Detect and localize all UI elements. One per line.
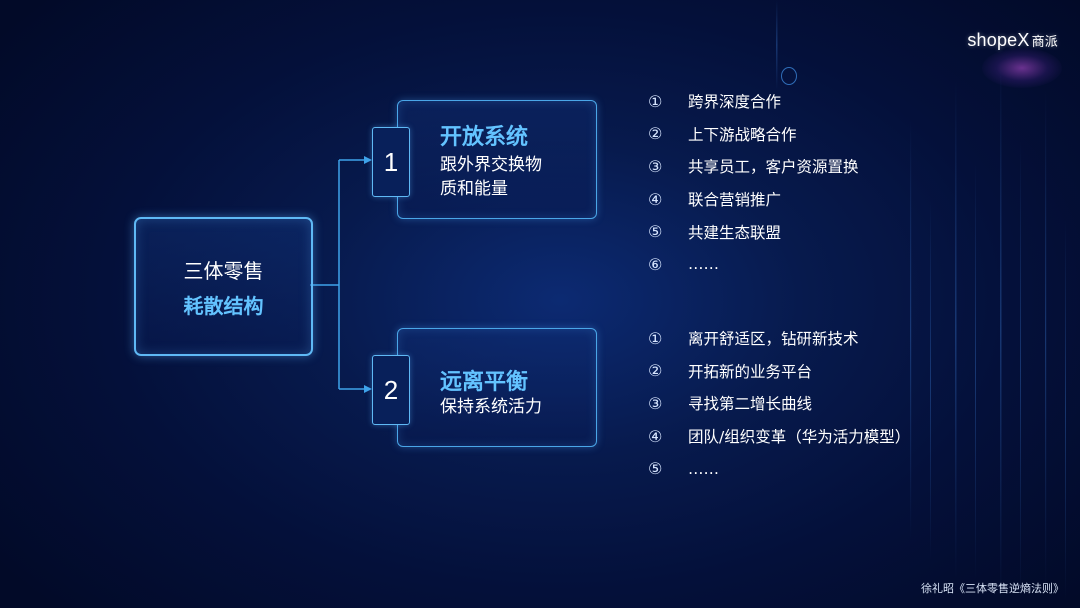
list-item: ③ 共享员工，客户资源置换 <box>648 150 859 183</box>
branch-1-desc-line1: 跟外界交换物 <box>440 155 542 175</box>
list-item: ① 离开舒适区，钻研新技术 <box>648 322 910 355</box>
list-item-index: ② <box>648 124 663 144</box>
list-item: ⑥ …… <box>648 248 859 281</box>
list-item-text: 共享员工，客户资源置换 <box>688 158 859 177</box>
list-item: ⑤ 共建生态联盟 <box>648 215 859 248</box>
list-item-text: 离开舒适区，钻研新技术 <box>688 330 859 349</box>
branch-1-desc-line2: 质和能量 <box>440 179 508 199</box>
source-citation: 徐礼昭《三体零售逆熵法则》 <box>921 582 1064 595</box>
center-node: 三体零售 耗散结构 <box>134 217 313 356</box>
list-item-index: ③ <box>648 156 663 176</box>
brand-cn: 商派 <box>1031 34 1058 49</box>
list-item-text: 跨界深度合作 <box>688 93 782 112</box>
list-item-text: 联合营销推广 <box>688 191 782 210</box>
list-item: ② 上下游战略合作 <box>648 118 859 151</box>
branch-2-desc-line1: 保持系统活力 <box>440 397 542 417</box>
brand-name: shope <box>967 30 1018 50</box>
brand-x: X <box>1017 30 1030 50</box>
list-item-text: 开拓新的业务平台 <box>688 362 813 381</box>
list-item-index: ① <box>648 91 663 111</box>
center-title-line2: 耗散结构 <box>183 293 264 318</box>
branch-1-number: 1 <box>372 127 410 197</box>
list-item: ⑤ …… <box>648 452 910 485</box>
list-item-index: ⑥ <box>648 254 663 274</box>
list-item-index: ① <box>648 328 663 348</box>
list-item-text: 上下游战略合作 <box>688 125 797 144</box>
branch-1-box: 开放系统 跟外界交换物 质和能量 <box>397 100 597 219</box>
list-item: ④ 团队/组织变革（华为活力模型） <box>648 420 910 453</box>
ring-decoration <box>781 67 797 85</box>
branch-2-list: ① 离开舒适区，钻研新技术 ② 开拓新的业务平台 ③ 寻找第二增长曲线 ④ 团队/组织变… <box>648 322 910 485</box>
center-title-line1: 三体零售 <box>183 258 264 283</box>
list-item: ③ 寻找第二增长曲线 <box>648 387 910 420</box>
list-item: ② 开拓新的业务平台 <box>648 355 910 388</box>
list-item-index: ④ <box>648 189 663 209</box>
list-item-index: ⑤ <box>648 222 663 242</box>
list-item-index: ④ <box>648 426 663 446</box>
list-item-text: …… <box>688 255 719 274</box>
branch-2-title: 远离平衡 <box>440 370 529 395</box>
list-item: ① 跨界深度合作 <box>648 85 859 118</box>
branch-1-list: ① 跨界深度合作 ② 上下游战略合作 ③ 共享员工，客户资源置换 ④ 联合营销推广 ⑤ 共… <box>648 85 859 281</box>
list-item-text: 寻找第二增长曲线 <box>688 395 813 414</box>
list-item-text: 共建生态联盟 <box>688 223 782 242</box>
list-item-text: 团队/组织变革（华为活力模型） <box>688 428 911 447</box>
list-item: ④ 联合营销推广 <box>648 183 859 216</box>
logo-glow <box>982 48 1062 88</box>
branch-2-box: 远离平衡 保持系统活力 <box>397 328 597 447</box>
branch-2-number: 2 <box>372 355 410 425</box>
list-item-index: ③ <box>648 393 663 413</box>
list-item-index: ② <box>648 361 663 381</box>
list-item-text: …… <box>688 459 719 478</box>
branch-1-title: 开放系统 <box>440 125 529 150</box>
list-item-index: ⑤ <box>648 459 663 479</box>
